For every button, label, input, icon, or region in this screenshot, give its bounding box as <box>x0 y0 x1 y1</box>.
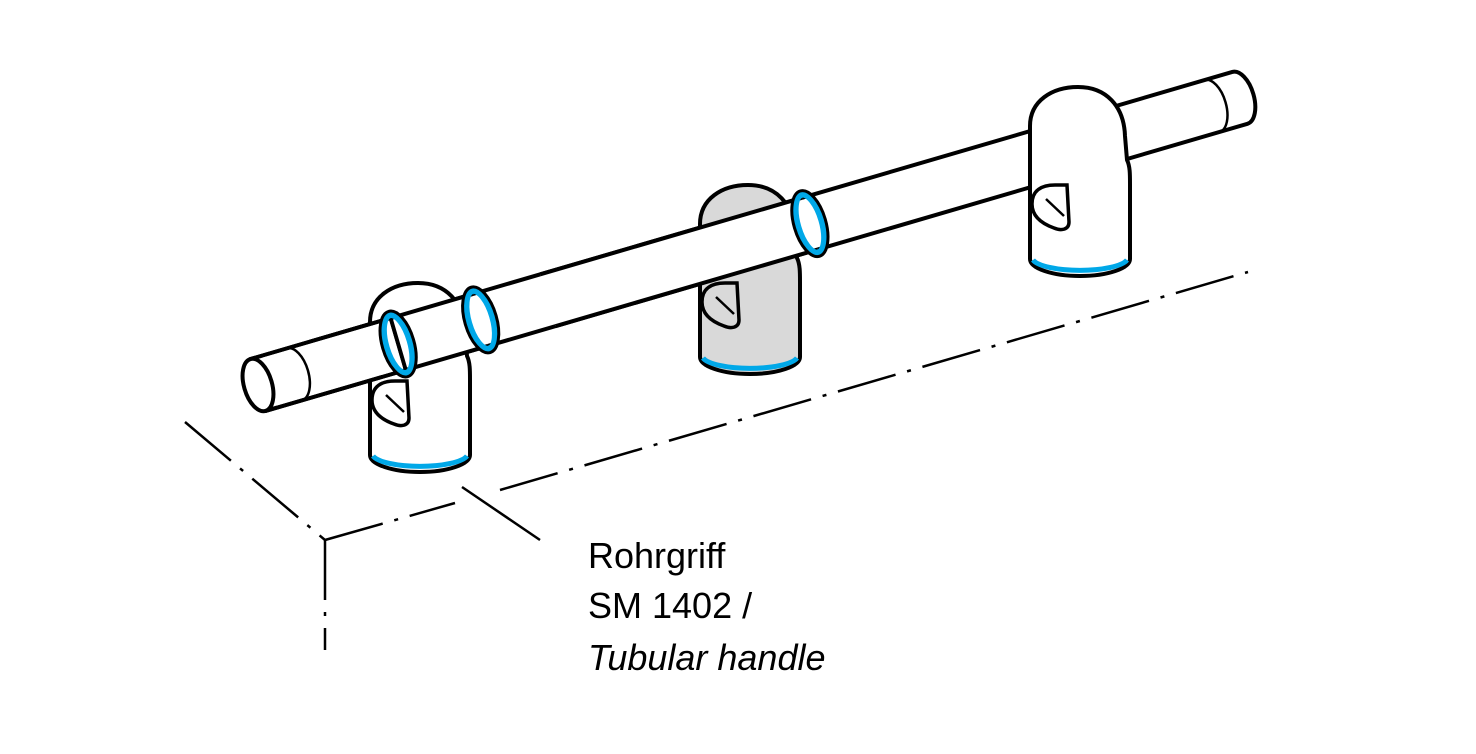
holder-right <box>1028 85 1132 278</box>
label-model: SM 1402 / <box>588 585 753 626</box>
ring-middle <box>463 287 498 352</box>
ring-right <box>792 191 828 256</box>
ring-left <box>380 312 416 377</box>
centerline-front <box>324 501 456 542</box>
label-english: Tubular handle <box>588 637 826 678</box>
centerline-back <box>499 270 1249 492</box>
leader-line <box>461 485 541 542</box>
centerline-left <box>184 421 326 541</box>
label-german: Rohrgriff <box>588 535 726 576</box>
tube-end-cap <box>240 356 276 414</box>
